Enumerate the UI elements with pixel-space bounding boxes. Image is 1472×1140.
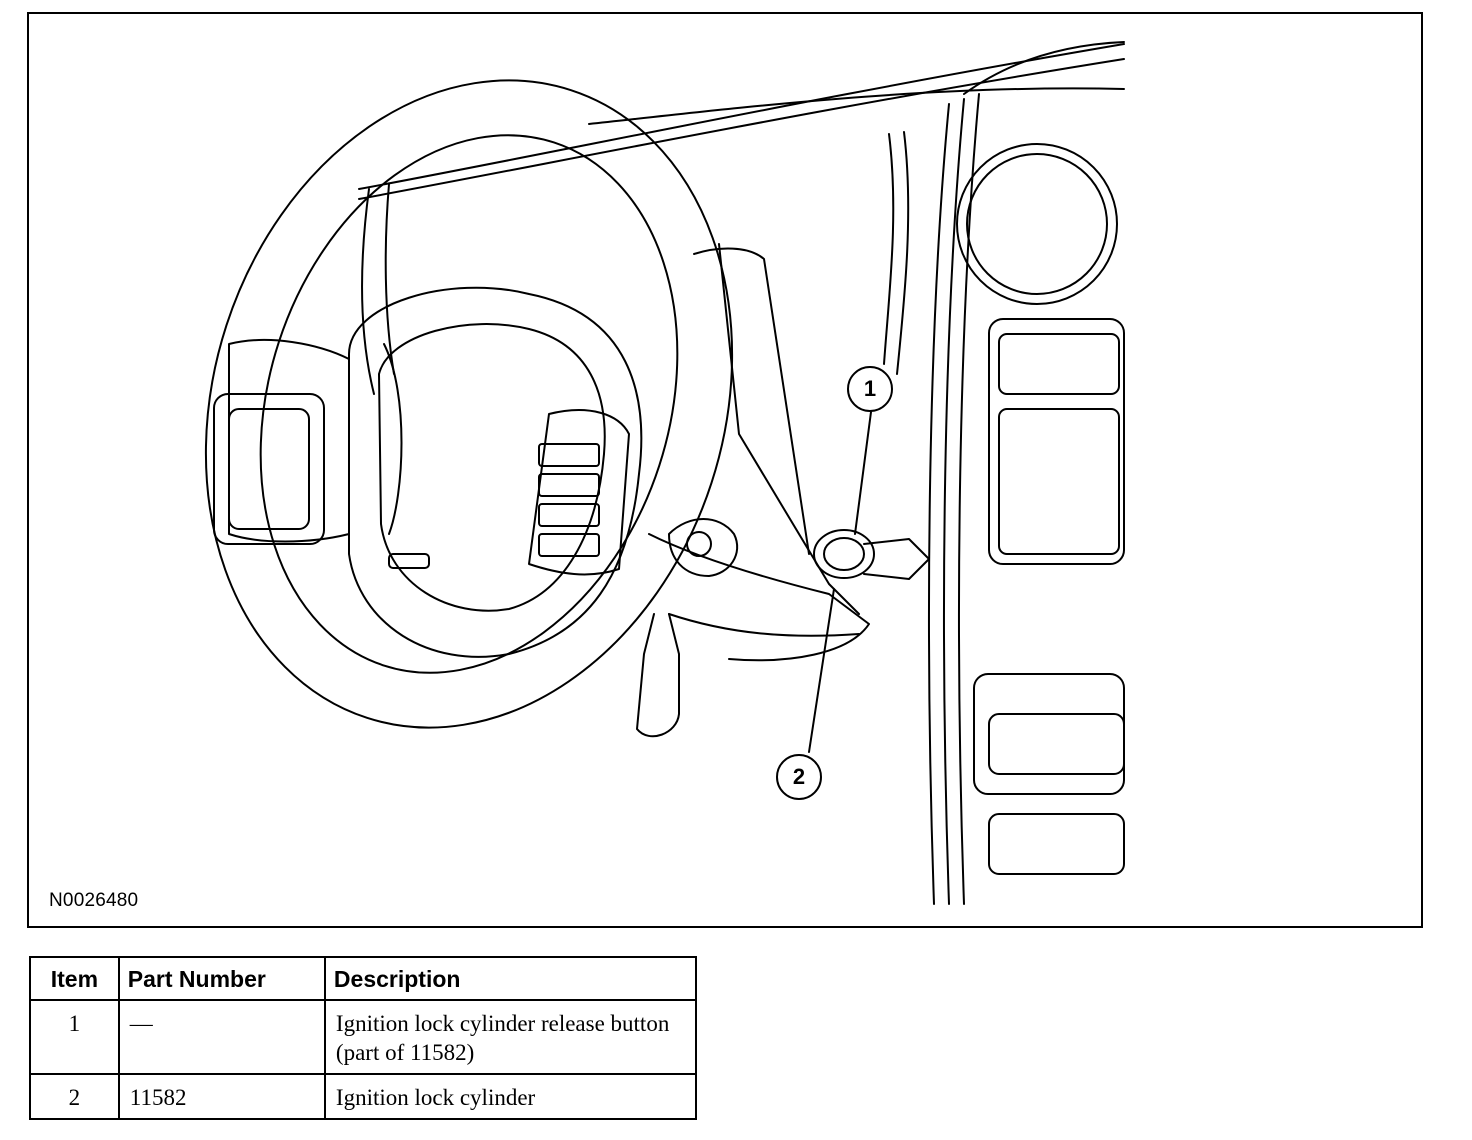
leader-line-1 — [854, 411, 872, 535]
lower-panel — [973, 673, 1125, 795]
right-spoke-controls — [528, 409, 630, 576]
dashboard-top-line — [358, 43, 1125, 190]
ignition-key — [863, 538, 930, 580]
steering-column-illustration — [204, 41, 1125, 905]
left-spoke — [228, 339, 350, 543]
table-row: 1 — Ignition lock cylinder release butto… — [29, 999, 698, 1075]
callout-1: 1 — [847, 366, 893, 412]
round-vent — [956, 143, 1118, 305]
figure-frame: 1 2 N0026480 — [27, 12, 1423, 928]
radio-panel — [988, 318, 1125, 565]
header-item: Item — [29, 956, 120, 1001]
parts-table: Item Part Number Description 1 — Ignitio… — [29, 956, 698, 1120]
table-header-row: Item Part Number Description — [29, 956, 698, 1001]
row-description: Ignition lock cylinder — [323, 1073, 698, 1120]
row-item: 2 — [29, 1073, 120, 1120]
row-description: Ignition lock cylinder release button (p… — [323, 999, 698, 1075]
airbag-cover — [348, 286, 643, 658]
dashboard-top-line-2 — [358, 58, 1125, 200]
center-stack-left-edge — [928, 103, 950, 905]
callout-2-label: 2 — [792, 764, 806, 789]
row-part-number: — — [117, 999, 326, 1075]
column-shroud — [718, 243, 860, 615]
cluster-hood — [361, 188, 375, 395]
figure-id-label: N0026480 — [49, 890, 139, 911]
steering-wheel-rim — [204, 79, 734, 729]
lever — [636, 613, 680, 738]
leader-line-2 — [808, 588, 835, 753]
callout-2: 2 — [776, 754, 822, 800]
table-row: 2 11582 Ignition lock cylinder — [29, 1073, 698, 1120]
header-description: Description — [323, 956, 698, 1001]
row-part-number: 11582 — [117, 1073, 326, 1120]
callout-1-label: 1 — [863, 376, 877, 401]
row-item: 1 — [29, 999, 120, 1075]
header-part-number: Part Number — [117, 956, 326, 1001]
ignition-lock-cylinder — [813, 529, 875, 579]
